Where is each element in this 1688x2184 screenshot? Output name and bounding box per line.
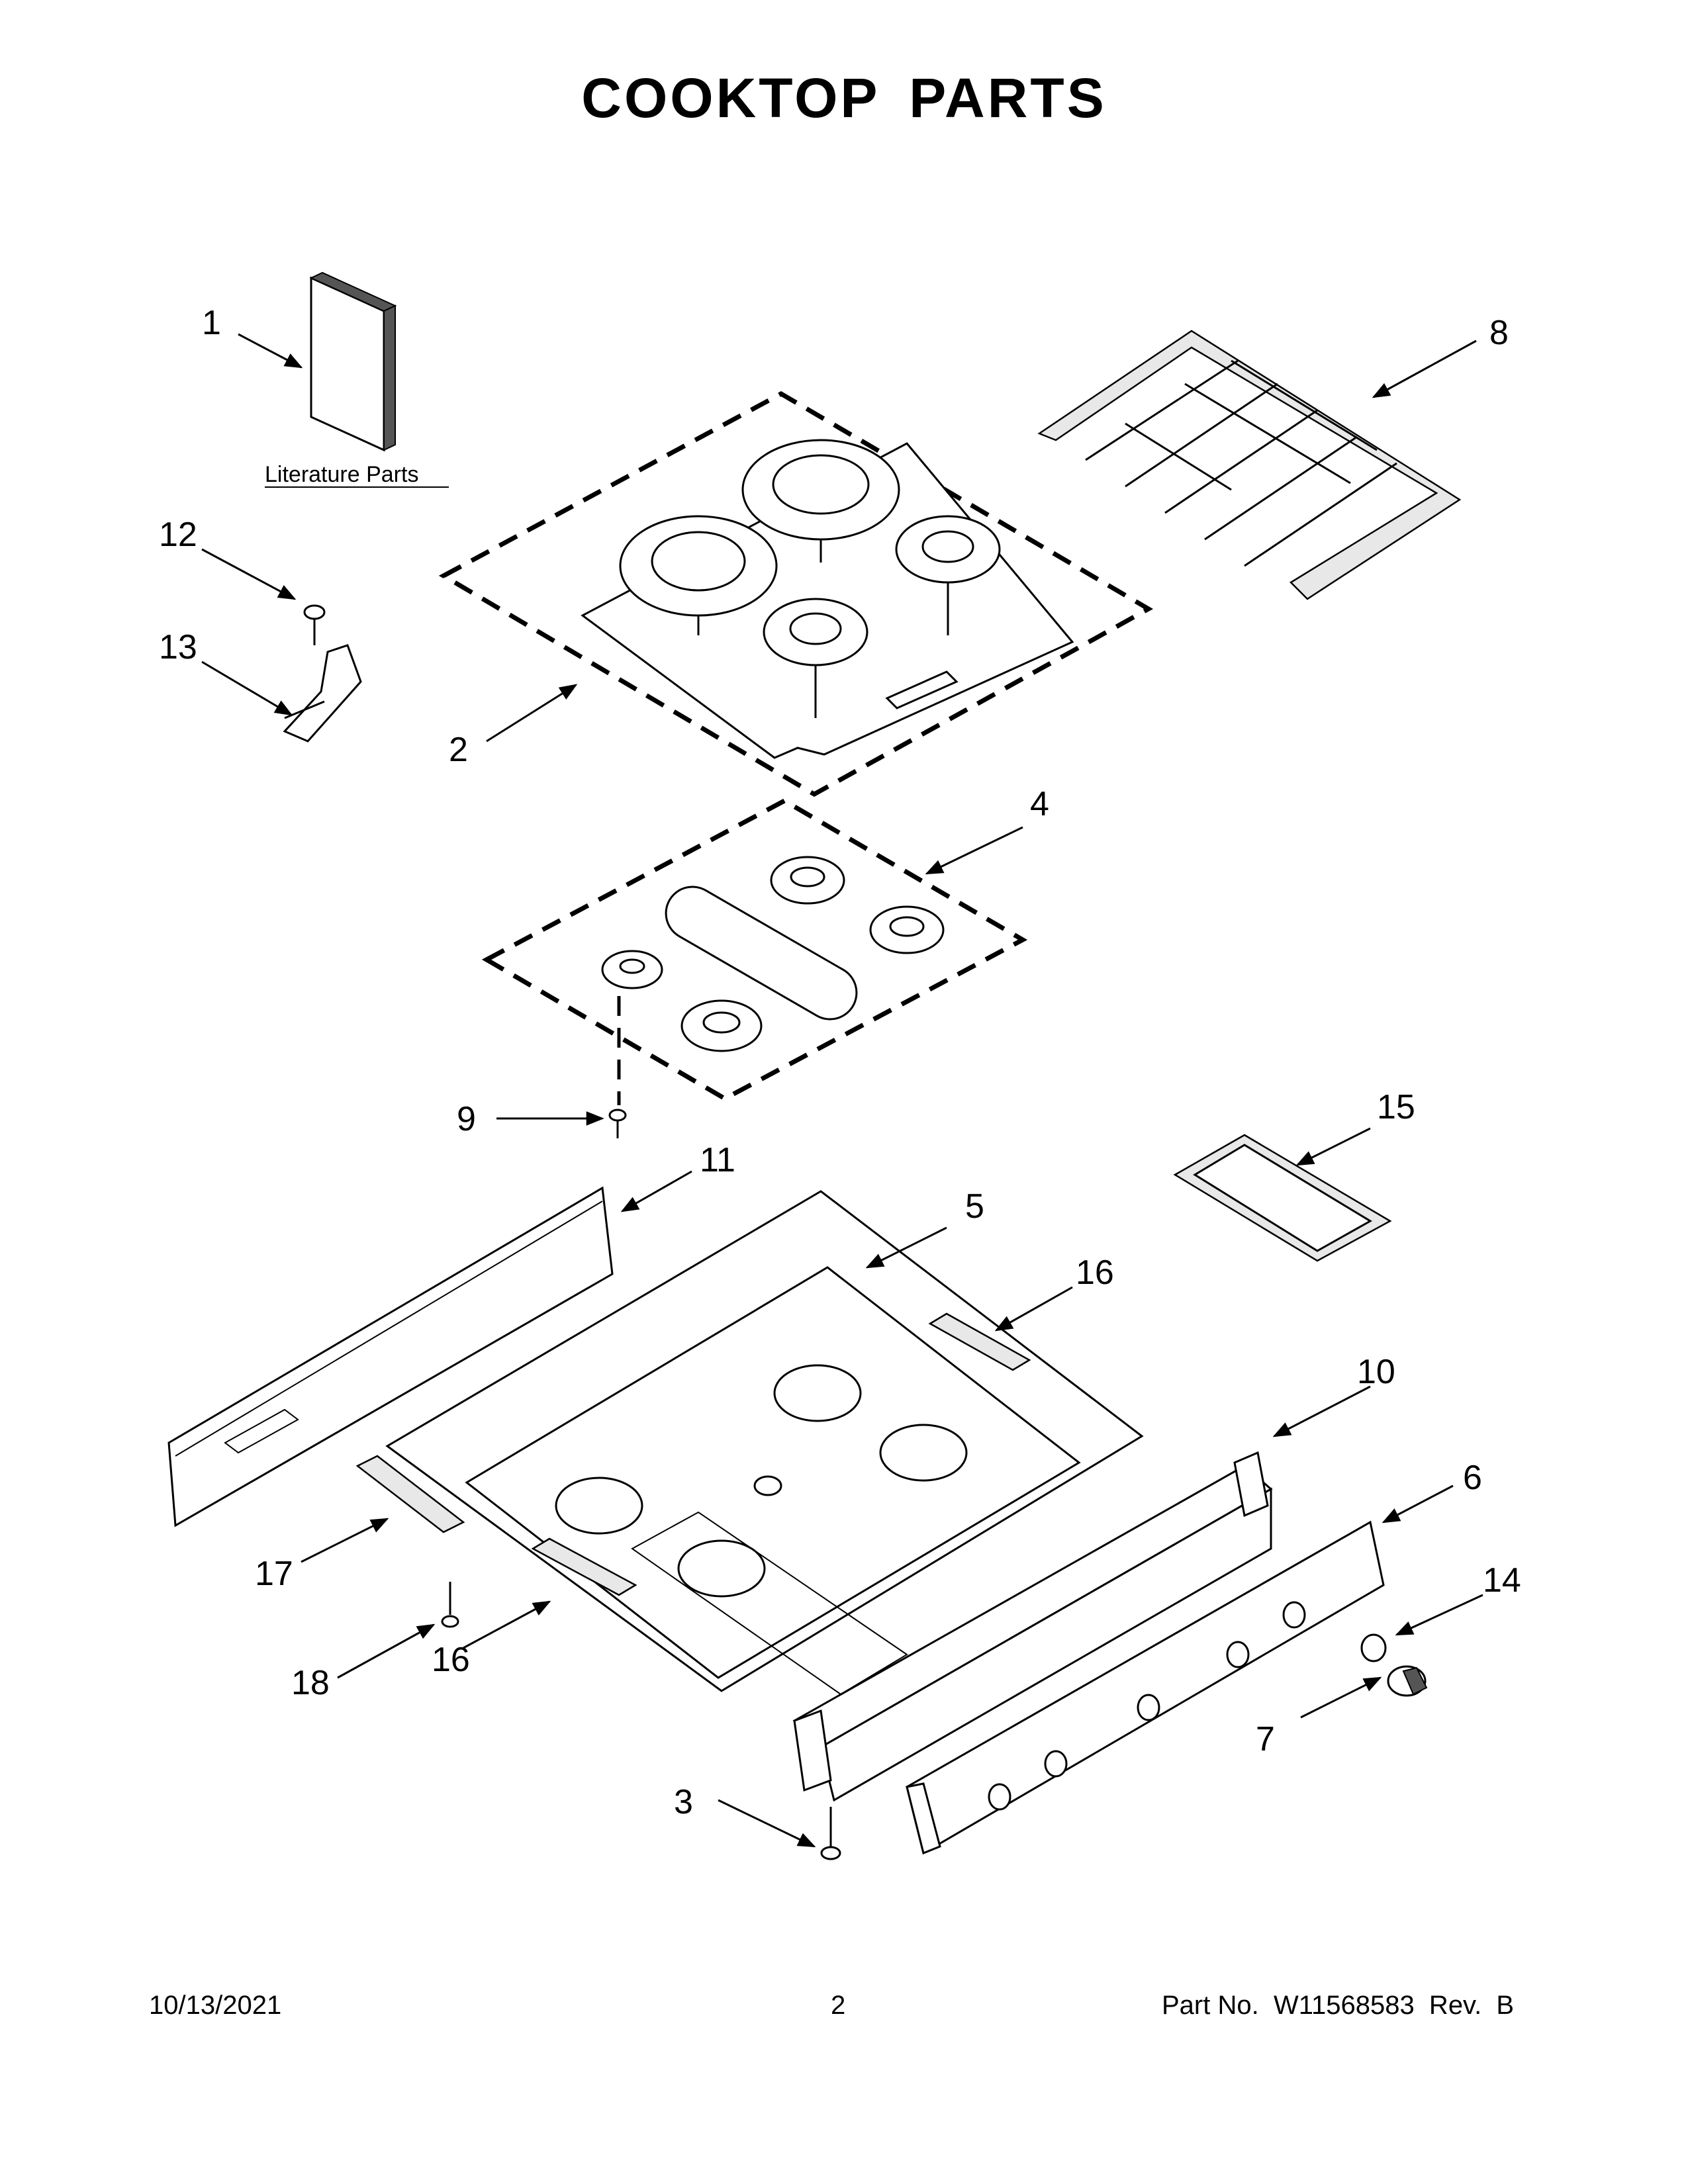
- callout-13: 13: [159, 628, 197, 666]
- callout-6: 6: [1463, 1459, 1482, 1497]
- callout-2: 2: [449, 731, 468, 769]
- cooktop-panel-assembly: [438, 390, 1154, 797]
- burner-assembly: [481, 797, 1028, 1105]
- manifold-screw: [820, 1807, 841, 1860]
- footer-part-number: Part No. W11568583 Rev. B: [1162, 1991, 1515, 2020]
- callout-numbers: 1 2 3 4 5 6 7 8 9 10 11 12 13 14 15 16 1…: [159, 304, 1521, 1821]
- callout-10: 10: [1357, 1353, 1395, 1391]
- callout-1: 1: [202, 304, 221, 342]
- insulation-pad: [1173, 1134, 1392, 1262]
- callout-leaders: [201, 333, 1483, 1848]
- callout-7: 7: [1256, 1720, 1275, 1758]
- callout-9: 9: [457, 1100, 476, 1138]
- callout-18: 18: [291, 1664, 330, 1702]
- rear-panel: [167, 1186, 614, 1527]
- literature-book: Literature Parts: [265, 271, 449, 488]
- page-title: COOKTOP PARTS: [581, 67, 1107, 129]
- callout-15: 15: [1377, 1088, 1415, 1126]
- burner-screw: [608, 1109, 627, 1138]
- literature-parts-label: Literature Parts: [265, 462, 418, 487]
- callout-17: 17: [255, 1555, 293, 1593]
- manifold-panel: [792, 1451, 1385, 1855]
- callout-12: 12: [159, 516, 197, 554]
- callout-4: 4: [1030, 785, 1049, 823]
- callout-3: 3: [674, 1783, 693, 1821]
- screw-and-bracket: [283, 604, 362, 743]
- hinge-and-screw: [355, 1455, 465, 1628]
- footer-date: 10/13/2021: [149, 1991, 282, 2020]
- footer-page-number: 2: [831, 1991, 846, 2020]
- knob-and-bezel: [1360, 1633, 1428, 1697]
- callout-11: 11: [700, 1141, 735, 1179]
- callout-14: 14: [1483, 1561, 1521, 1600]
- callout-5: 5: [965, 1187, 984, 1226]
- side-brackets: [531, 1312, 1031, 1596]
- callout-16-left: 16: [432, 1641, 470, 1679]
- burner-grate: [1037, 330, 1462, 600]
- callout-16-right: 16: [1076, 1253, 1114, 1292]
- callout-8: 8: [1489, 314, 1509, 352]
